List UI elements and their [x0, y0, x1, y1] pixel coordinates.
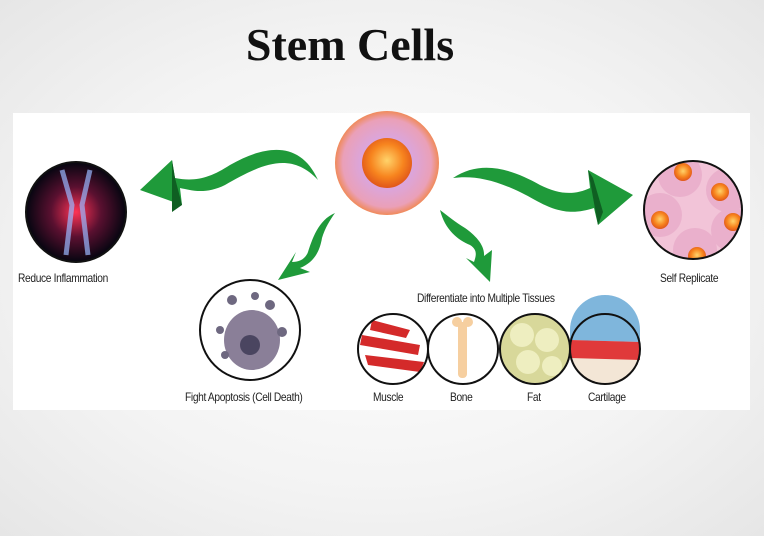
- replicating-cells-image: [643, 160, 743, 260]
- slide-title: Stem Cells: [245, 19, 455, 70]
- arrow-left-icon: [140, 149, 318, 212]
- bone-tissue-image: [427, 313, 499, 385]
- fat-tissue-image: [499, 313, 571, 385]
- label-bone: Bone: [450, 390, 473, 404]
- apoptosis-cell-image: [199, 279, 301, 381]
- arrow-right-icon: [453, 167, 633, 225]
- arrow-apoptosis-icon: [278, 213, 335, 280]
- label-differentiate: Differentiate into Multiple Tissues: [417, 291, 555, 305]
- label-cartilage: Cartilage: [588, 390, 626, 404]
- label-reduce-inflammation: Reduce Inflammation: [18, 271, 108, 285]
- knee-inflammation-image: [25, 161, 127, 263]
- label-fight-apoptosis: Fight Apoptosis (Cell Death): [185, 390, 303, 404]
- label-muscle: Muscle: [373, 390, 404, 404]
- cartilage-tissue-image: [569, 295, 641, 385]
- label-fat: Fat: [527, 390, 541, 404]
- muscle-tissue-image: [357, 313, 429, 385]
- stem-cell-icon: [335, 111, 439, 215]
- arrow-differentiate-icon: [440, 210, 492, 282]
- label-self-replicate: Self Replicate: [660, 271, 719, 285]
